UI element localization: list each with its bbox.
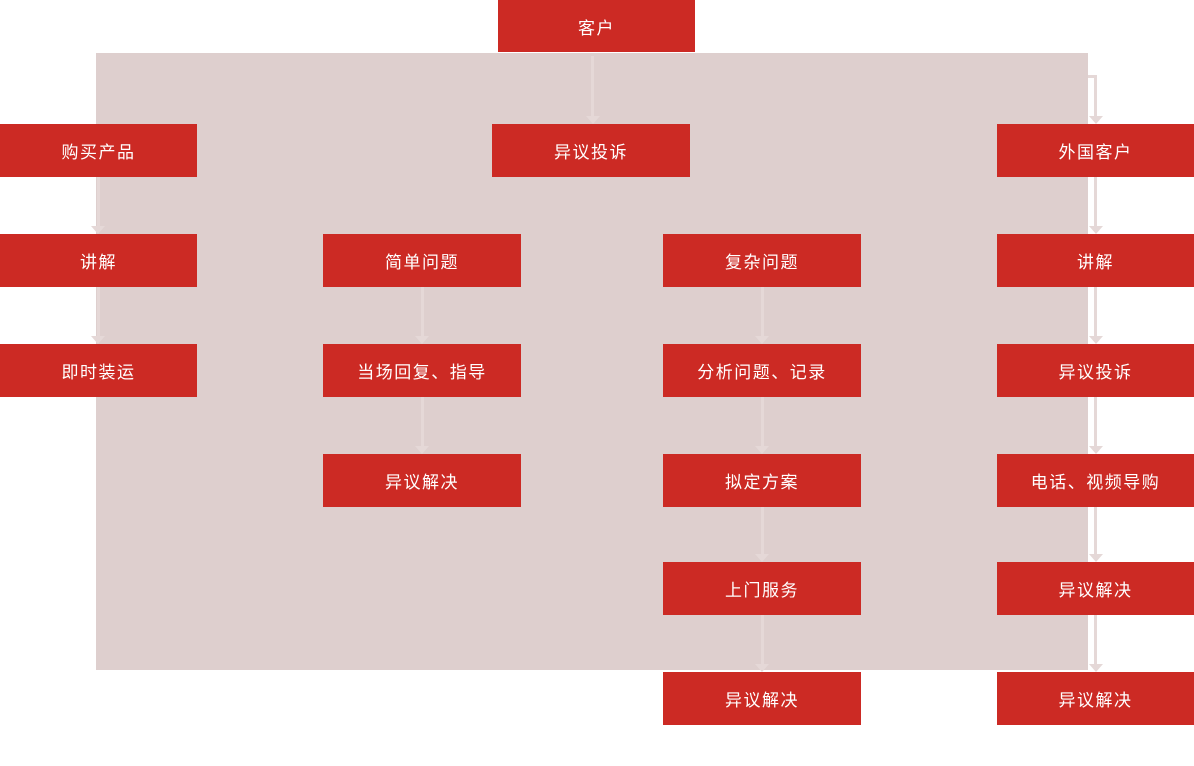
connector-arrowhead (415, 446, 429, 454)
connector-line (97, 287, 100, 336)
flow-node-label: 讲解 (80, 253, 117, 272)
connector-line (761, 397, 764, 446)
flow-node-label: 客户 (578, 18, 615, 38)
connector-line (1094, 177, 1097, 226)
flow-node-label: 异议解决 (725, 691, 799, 710)
connector-line (1094, 397, 1097, 446)
flow-node-onsite-reply-guidance: 当场回复、指导 (323, 344, 521, 397)
connector-arrowhead (755, 554, 769, 562)
flow-node-door-to-door-service: 上门服务 (663, 562, 861, 615)
connector-arrowhead (91, 226, 105, 234)
connector-arrowhead (1089, 664, 1103, 672)
flow-node-label: 当场回复、指导 (357, 363, 487, 382)
connector-arrowhead (1089, 554, 1103, 562)
flow-node-complaint-right: 异议投诉 (997, 344, 1194, 397)
flow-node-complex-problem: 复杂问题 (663, 234, 861, 287)
flow-node-foreign-customer: 外国客户 (997, 124, 1194, 177)
connector-arrowhead (755, 336, 769, 344)
connector-arrowhead (1089, 226, 1103, 234)
flow-node-label: 拟定方案 (725, 473, 799, 492)
connector-line (421, 397, 424, 446)
flow-node-explain-left: 讲解 (0, 234, 197, 287)
connector-arrowhead (586, 116, 600, 124)
connector-line (1094, 615, 1097, 664)
flow-node-label: 复杂问题 (725, 253, 799, 272)
connector-arrowhead (1089, 446, 1103, 454)
flow-node-customer: 客户 (498, 0, 695, 52)
flow-node-explain-right: 讲解 (997, 234, 1194, 287)
flow-node-complaint-center: 异议投诉 (492, 124, 690, 177)
flow-node-purchase-product: 购买产品 (0, 124, 197, 177)
flow-node-label: 异议解决 (385, 473, 459, 492)
connector-arrowhead (1089, 336, 1103, 344)
flow-node-label: 即时装运 (61, 363, 136, 382)
flow-node-label: 异议投诉 (1058, 363, 1133, 382)
flow-node-resolution-right-upper: 异议解决 (997, 562, 1194, 615)
flow-node-label: 外国客户 (1058, 143, 1133, 162)
connector-line (761, 507, 764, 554)
flow-node-label: 异议投诉 (554, 143, 628, 162)
flow-node-label: 异议解决 (1058, 581, 1133, 600)
connector-line (761, 287, 764, 336)
flow-node-analyze-record: 分析问题、记录 (663, 344, 861, 397)
connector-arrowhead (415, 336, 429, 344)
connector-arrowhead (91, 336, 105, 344)
flow-node-label: 异议解决 (1058, 691, 1133, 710)
connector-line (1088, 75, 1097, 78)
flow-node-phone-video-guide: 电话、视频导购 (997, 454, 1194, 507)
flow-node-resolution-midright: 异议解决 (663, 672, 861, 725)
flow-node-draft-plan: 拟定方案 (663, 454, 861, 507)
flow-node-immediate-shipment: 即时装运 (0, 344, 197, 397)
connector-line (421, 287, 424, 336)
connector-line (97, 177, 100, 226)
connector-line (1094, 75, 1097, 116)
flow-node-label: 上门服务 (725, 581, 799, 600)
connector-line (1094, 507, 1097, 554)
flow-node-label: 讲解 (1077, 253, 1114, 272)
flow-node-resolution-midleft: 异议解决 (323, 454, 521, 507)
connector-arrowhead (755, 446, 769, 454)
flow-node-simple-problem: 简单问题 (323, 234, 521, 287)
flow-node-label: 分析问题、记录 (697, 363, 827, 382)
flow-node-label: 电话、视频导购 (1030, 473, 1161, 492)
connector-arrowhead (755, 664, 769, 672)
connector-line (591, 56, 594, 116)
connector-arrowhead (1089, 116, 1103, 124)
flow-node-label: 购买产品 (61, 143, 136, 162)
connector-line (761, 615, 764, 664)
flow-node-resolution-right-lower: 异议解决 (997, 672, 1194, 725)
flow-node-label: 简单问题 (385, 253, 459, 272)
connector-line (1094, 287, 1097, 336)
